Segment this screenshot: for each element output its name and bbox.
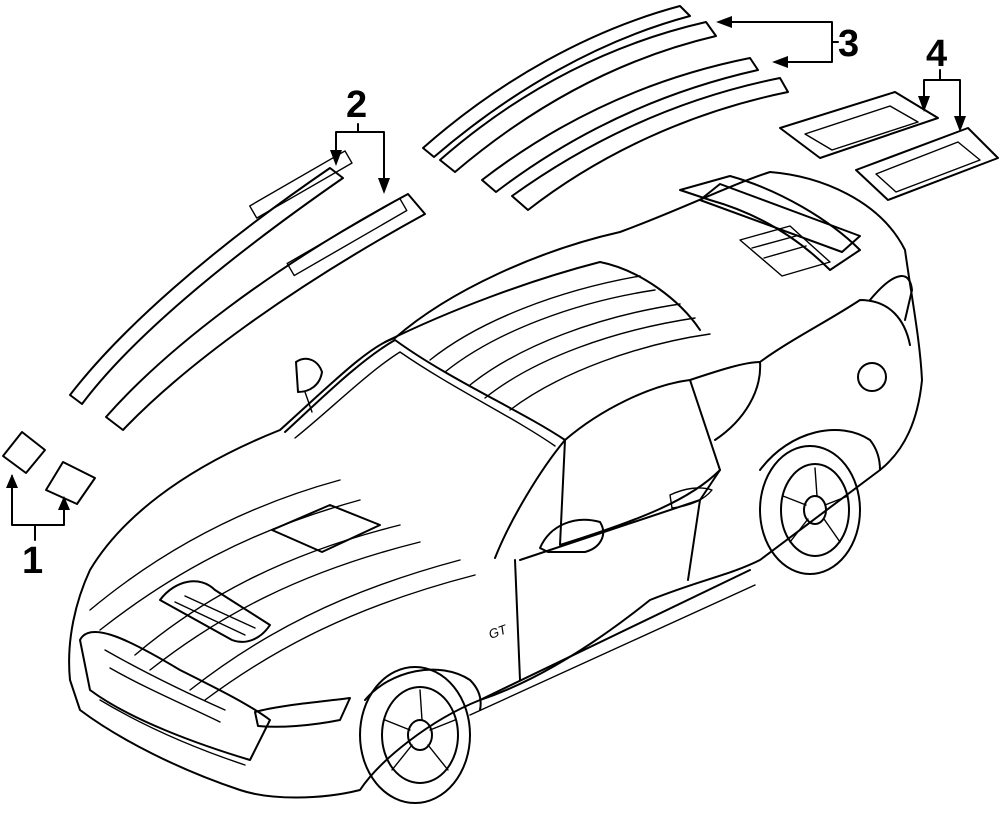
car-body: [68, 171, 923, 799]
part-1-decals[interactable]: [2, 431, 96, 505]
roof-stripes-on-car: [429, 175, 861, 411]
callout-4-leader: [918, 69, 966, 132]
callout-4-label[interactable]: 4: [926, 33, 947, 75]
fender-badge: GT: [487, 621, 510, 642]
callout-2-leader: [330, 123, 390, 194]
callout-1-leader: [6, 474, 70, 541]
callout-3-leader: [716, 16, 839, 68]
hood-stripes: [89, 479, 476, 701]
rear-wheel: [759, 445, 861, 575]
part-4-decklid-stripes[interactable]: [779, 91, 999, 201]
callout-3-label[interactable]: 3: [838, 23, 859, 65]
front-wheel: [359, 666, 471, 804]
part-2-side-stripes[interactable]: [69, 150, 426, 431]
callout-2-label[interactable]: 2: [346, 84, 367, 126]
callout-1-label[interactable]: 1: [22, 540, 43, 582]
part-3-roof-stripes[interactable]: [422, 5, 789, 211]
